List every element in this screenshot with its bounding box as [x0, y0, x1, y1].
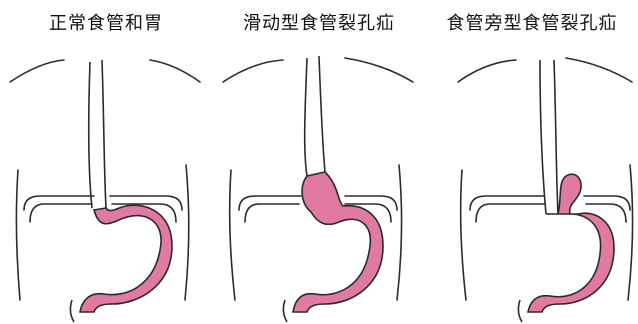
- stomach: [80, 205, 172, 312]
- right-shoulder-line: [566, 58, 632, 82]
- panel-paraesophageal-hernia: 食管旁型食管裂孔疝: [426, 0, 638, 324]
- right-shoulder-line: [150, 60, 200, 82]
- diaphragm-left-inner: [30, 204, 92, 222]
- right-torso-line: [628, 165, 633, 300]
- diaphragm-left-inner: [476, 204, 544, 222]
- diagram-sliding-hernia: [213, 0, 425, 324]
- right-shoulder-line: [345, 58, 413, 82]
- esophagus: [305, 56, 325, 176]
- right-torso-line: [185, 165, 189, 300]
- esophagus: [89, 60, 106, 208]
- esophagus: [540, 60, 558, 214]
- right-torso-line: [397, 165, 402, 300]
- diagram-paraesophageal-hernia: [426, 0, 638, 324]
- left-torso-line: [16, 170, 20, 300]
- left-shoulder-line: [223, 60, 283, 82]
- panel-sliding-hernia: 滑动型食管裂孔疝: [213, 0, 425, 324]
- diagram-normal: [0, 0, 212, 324]
- left-torso-line: [230, 170, 235, 300]
- diaphragm-right-outer: [584, 196, 630, 210]
- stomach-herniated: [293, 172, 383, 312]
- left-torso-line: [461, 170, 466, 300]
- left-shoulder-line: [10, 60, 64, 82]
- duodenum-line: [518, 300, 522, 322]
- duodenum-line: [70, 300, 74, 322]
- stomach-paraesophageal: [528, 174, 614, 312]
- panel-normal: 正常食管和胃: [0, 0, 212, 324]
- duodenum-line: [283, 300, 287, 322]
- left-shoulder-line: [458, 60, 516, 82]
- diaphragm-left-inner: [245, 204, 299, 222]
